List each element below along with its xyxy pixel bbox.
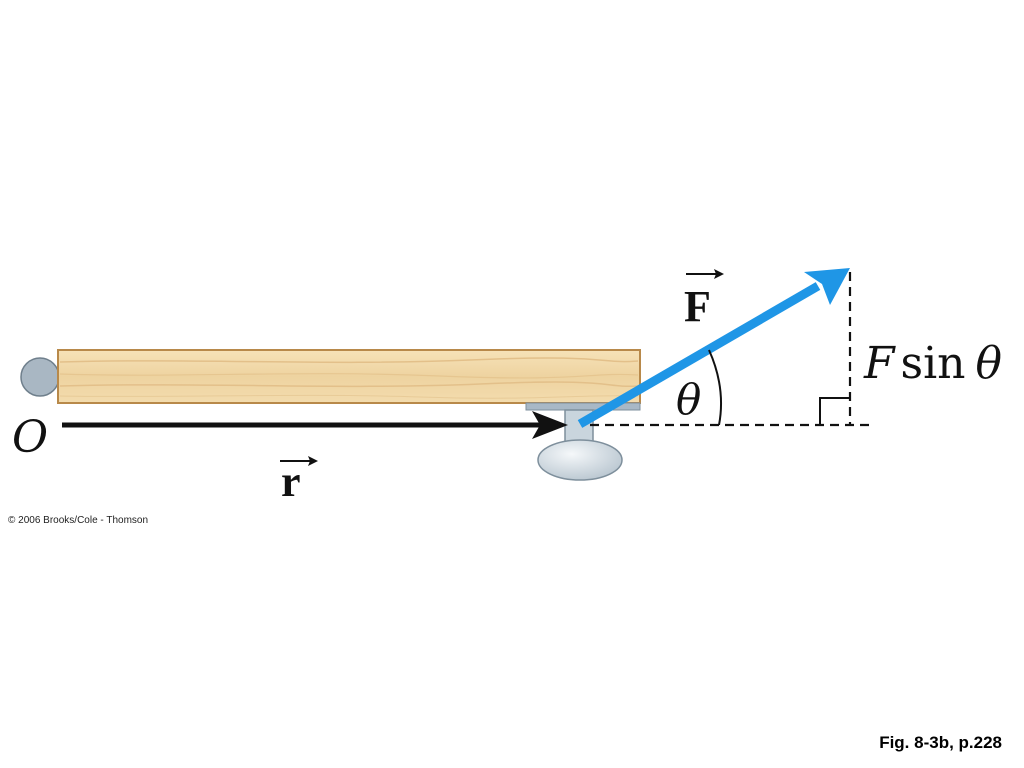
component-sin: sin: [901, 338, 966, 389]
bolt: [525, 402, 641, 481]
angle-label: θ: [676, 375, 701, 424]
r-vector-arrow: [62, 411, 568, 439]
r-vector-label: r: [281, 457, 301, 506]
component-f: F: [863, 338, 896, 389]
force-vector-arrow: [577, 268, 850, 428]
right-angle-marker: [819, 397, 850, 425]
origin-label: O: [12, 412, 48, 463]
wooden-board: [57, 349, 641, 404]
pivot-circle: [20, 357, 60, 397]
angle-arc: [708, 349, 722, 426]
f-vector-label: F: [684, 282, 711, 331]
r-vector-overarrow: [280, 456, 318, 466]
component-theta: θ: [976, 338, 1003, 389]
figure-reference: Fig. 8-3b, p.228: [879, 733, 1002, 752]
f-vector-overarrow: [686, 269, 724, 279]
copyright-credit: © 2006 Brooks/Cole - Thomson: [8, 515, 149, 526]
